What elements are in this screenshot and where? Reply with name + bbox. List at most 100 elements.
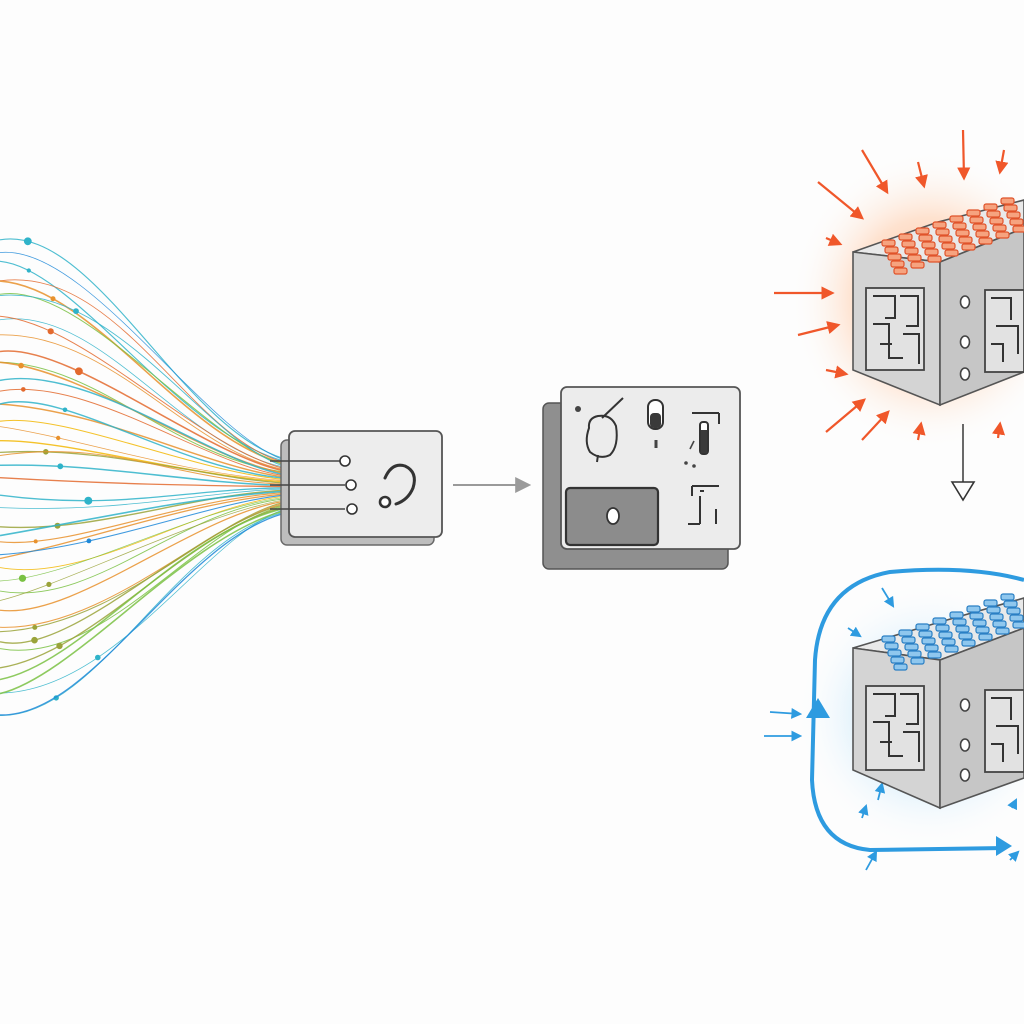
data-point-dot [57, 463, 64, 470]
cooled-chip-cube-icon [764, 567, 1024, 871]
data-stream-line [0, 401, 283, 479]
coolant-arrow [847, 626, 862, 638]
data-point-dot [75, 367, 83, 376]
chip-cell [881, 239, 896, 247]
coolant-arrow [874, 781, 886, 801]
data-stream-lines-icon [0, 237, 283, 717]
data-point-dot [32, 624, 38, 630]
coolant-arrow [1008, 850, 1020, 862]
data-stream-line [0, 477, 283, 488]
heat-arrow [825, 233, 843, 246]
data-point-dot [84, 496, 93, 505]
chip-cell [972, 223, 987, 231]
chip-cell [918, 234, 933, 242]
chip-cell [958, 632, 973, 640]
data-stream-line [0, 426, 283, 481]
data-stream-line [0, 492, 283, 544]
data-stream-line [0, 512, 283, 717]
chip-cell [918, 630, 933, 638]
chip-cell [975, 626, 990, 634]
transition-arrow-down [950, 424, 976, 502]
chip-cell [915, 623, 930, 631]
chip-cell [890, 260, 905, 268]
chip-cell [1012, 621, 1024, 629]
chip-cell [1006, 211, 1021, 219]
chip-cell [927, 651, 942, 659]
chip-cell [890, 656, 905, 664]
data-stream-line [0, 504, 283, 644]
chip-cell [927, 255, 942, 263]
chip-cell [995, 627, 1010, 635]
chip-cell [972, 619, 987, 627]
data-stream-line [0, 464, 283, 487]
data-point-dot [21, 387, 26, 392]
data-stream-line [0, 389, 283, 476]
data-point-dot [18, 574, 27, 582]
data-stream-line [0, 292, 283, 465]
data-stream-line [0, 252, 283, 460]
chip-cell [941, 638, 956, 646]
chip-cell [915, 227, 930, 235]
chip-cell [992, 224, 1007, 232]
chip-cell [955, 625, 970, 633]
chip-cell [898, 629, 913, 637]
chip-cell [887, 649, 902, 657]
chip-cell [978, 237, 993, 245]
chip-cell [904, 247, 919, 255]
chip-cell [898, 233, 913, 241]
overheating-chip-cube-icon [774, 129, 1024, 450]
chip-cell [884, 642, 899, 650]
data-stream-line [0, 509, 283, 694]
heat-arrow [825, 398, 867, 433]
chip-cell [966, 605, 981, 613]
data-stream-line [0, 496, 283, 571]
coolant-arrow [881, 587, 895, 608]
data-stream-line [0, 487, 283, 502]
data-stream-line [0, 280, 283, 464]
data-point-dot [46, 581, 52, 588]
chip-cell [955, 229, 970, 237]
chip-cell [961, 243, 976, 251]
heat-arrow [817, 181, 865, 220]
data-stream-line [0, 489, 283, 529]
data-stream-line [0, 440, 283, 483]
chip-cell [952, 222, 967, 230]
chip-cell [910, 261, 925, 269]
chip-cell [983, 599, 998, 607]
chip-cell [1000, 197, 1015, 205]
cool-chip-array [881, 593, 1024, 671]
chip-cell [1006, 607, 1021, 615]
hot-chip-array [881, 197, 1024, 275]
data-stream-line [0, 499, 283, 601]
data-stream-line [0, 513, 283, 716]
chip-cell [901, 240, 916, 248]
chip-cell [961, 639, 976, 647]
data-stream-line [0, 497, 283, 582]
heat-arrow [797, 321, 841, 337]
instrument-control-panel-icon [542, 386, 741, 570]
chip-cell [884, 246, 899, 254]
chip-cell [952, 618, 967, 626]
heat-arrow [861, 410, 890, 441]
chip-cell [944, 249, 959, 257]
data-stream-line [0, 238, 283, 459]
chip-cell [893, 663, 908, 671]
data-stream-line [0, 494, 283, 556]
data-stream-line [0, 315, 283, 469]
chip-cell [935, 228, 950, 236]
data-stream-line [0, 490, 283, 537]
chip-cell [989, 217, 1004, 225]
data-stream-line [0, 260, 283, 462]
chip-cell [995, 231, 1010, 239]
chip-cell [938, 235, 953, 243]
data-stream-line [0, 510, 283, 695]
chip-cell [921, 637, 936, 645]
chip-cell [975, 230, 990, 238]
chip-cell [887, 253, 902, 261]
chip-cell [901, 636, 916, 644]
chip-cell [1012, 225, 1024, 233]
chip-cell [938, 631, 953, 639]
data-point-dot [86, 538, 92, 544]
chip-cell [966, 209, 981, 217]
